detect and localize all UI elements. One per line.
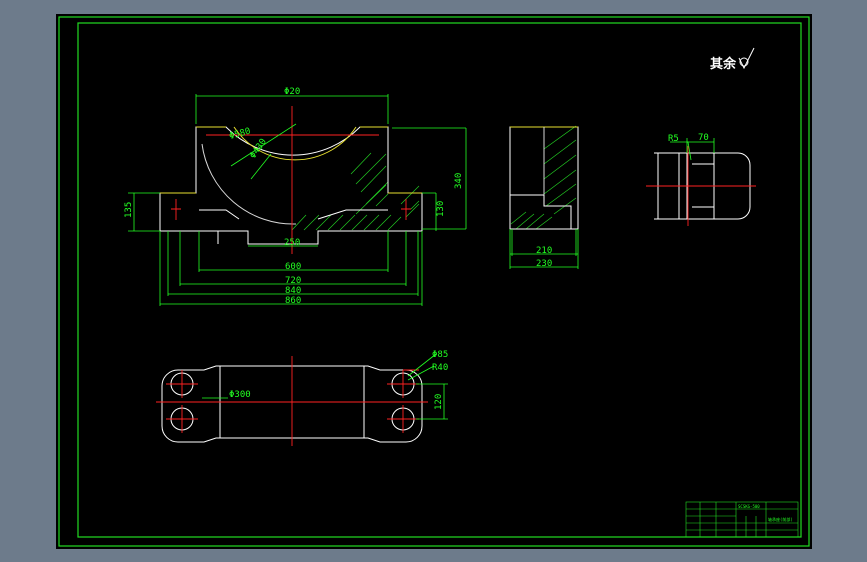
- front-dimensions: [128, 94, 467, 306]
- dim-top-width: Φ20: [284, 87, 300, 97]
- front-base-recess: [199, 209, 388, 220]
- front-outer-arc: [201, 143, 297, 225]
- dim-overall-span: 860: [285, 296, 301, 306]
- dim-top-hole: Φ85: [432, 350, 448, 360]
- dim-base-height: 135: [124, 202, 134, 218]
- dim-inner-bore: Φ430: [248, 137, 269, 161]
- dim-side-inner: 210: [536, 246, 552, 256]
- dim-top-hole-radius: R40: [432, 363, 448, 373]
- drawing-sheet: 其余: [56, 14, 812, 549]
- dim-mid-span: 720: [285, 276, 301, 286]
- surface-note: 其余: [710, 56, 737, 72]
- top-view: Φ300 Φ85 R40 120: [156, 350, 448, 446]
- title-drawing-number: SCSKG-500: [738, 504, 760, 509]
- cad-drawing: 其余: [58, 16, 810, 547]
- front-inner-bore: [233, 126, 357, 161]
- detail-centerlines: [646, 146, 756, 226]
- front-view: Φ20 Φ580 Φ430 340 135 130 250 600 720 84…: [124, 87, 467, 306]
- detail-dimensions: [670, 138, 715, 161]
- dim-slot-width: 250: [284, 238, 300, 248]
- top-centerlines: [156, 356, 428, 446]
- inner-frame: [77, 22, 802, 538]
- title-part-name: 轴承座(前部): [768, 516, 793, 522]
- front-base-pads: [159, 201, 423, 231]
- dim-top-spacing: 120: [434, 394, 444, 410]
- dim-detail-radius: R5: [668, 134, 679, 144]
- front-outline: [159, 126, 423, 245]
- dim-base-height-right: 130: [436, 201, 446, 217]
- side-dimensions: [509, 229, 579, 269]
- outer-frame: [58, 16, 810, 547]
- front-top-edges: [160, 126, 422, 194]
- front-base-slot: [217, 231, 319, 245]
- dim-side-outer: 230: [536, 259, 552, 269]
- top-dimensions: [202, 353, 448, 420]
- side-section-line: [510, 194, 572, 229]
- roughness-symbol-icon: [738, 47, 755, 70]
- title-block: SCSKG-500 轴承座(前部): [685, 501, 799, 538]
- front-centerline-holes: [171, 199, 411, 220]
- dim-top-bore: Φ300: [229, 390, 251, 400]
- detail-view: R5 70: [646, 133, 756, 226]
- dim-wide-span: 840: [285, 286, 301, 296]
- dim-outer-bore: Φ580: [228, 127, 252, 142]
- top-outline: [161, 365, 423, 443]
- dim-detail-width: 70: [698, 133, 709, 143]
- front-section-hatch: [291, 152, 420, 231]
- dim-inner-span: 600: [285, 262, 301, 272]
- side-view: 210 230: [509, 125, 579, 269]
- dim-total-height: 340: [454, 173, 464, 189]
